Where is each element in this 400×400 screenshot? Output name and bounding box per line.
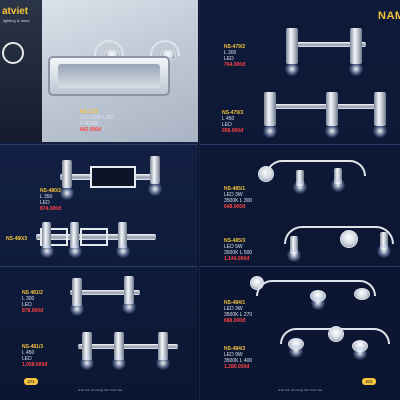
product-spec: LED 3W	[224, 192, 243, 198]
product-ns479-3: NS-479/3 L 450 LED 958.000đ	[222, 110, 243, 134]
product-ns12-2: NS 12/2 LED 12W L350 2 4000K 842.000đ	[80, 109, 114, 133]
product-ns485-3: NS-485/3 LED 5W 3500K L 500 1.144.000đ	[224, 238, 252, 262]
product-price: 1.058.000đ	[22, 362, 48, 368]
product-code: NS-485/3	[224, 238, 246, 244]
product-price: 764.000đ	[224, 62, 246, 68]
product-ns481-2: NS 481/2 L 300 LED 878.000đ	[22, 290, 43, 314]
hero-wall	[0, 0, 42, 142]
product-code: NS-484/1	[224, 300, 246, 306]
divider	[0, 144, 200, 145]
product-code: NS-485/1	[224, 186, 246, 192]
product-spec: LED 12W L350	[80, 115, 114, 121]
product-ns484-1: NS-484/1 LED 3W 3500K L 270 688.000đ	[224, 300, 252, 324]
product-code: NS-481/3	[22, 344, 44, 350]
page-number-left: 271	[24, 378, 38, 385]
product-spec: LED	[40, 200, 50, 206]
product-ns485-1: NS-485/1 LED 3W 3500K L 300 648.000đ	[224, 186, 252, 210]
product-ns481-3: NS-481/3 L 450 LED 1.058.000đ	[22, 344, 47, 368]
product-code: NS-479/2	[224, 44, 246, 50]
mirror-image	[48, 56, 170, 96]
product-spec: 2 4000K	[80, 121, 99, 127]
product-code: NS-480/2	[40, 188, 62, 194]
product-code: NS 12/2	[80, 109, 99, 115]
product-spec: 3500K L 300	[224, 198, 253, 204]
product-spec: L 450	[222, 116, 235, 122]
product-code: NS-480/3	[6, 236, 28, 242]
product-spec: LED	[22, 302, 32, 308]
catalog-left-page: atviet lighting & more NS 12/2 LED 12W L…	[0, 0, 200, 400]
product-ns484-3: NS-484/3 LED 9W 3500K L 400 1.280.000đ	[224, 346, 252, 370]
product-price: 1.280.000đ	[224, 364, 250, 370]
product-ns480-3: NS-480/3	[6, 236, 27, 242]
product-code: NS-479/3	[222, 110, 244, 116]
divider	[0, 266, 200, 267]
product-price: 958.000đ	[222, 128, 244, 134]
page-number-right: 272	[362, 378, 376, 385]
product-spec: LED 9W	[224, 352, 243, 358]
product-price: 842.000đ	[80, 127, 102, 133]
footer-note-left: Hình ảnh chỉ mang tính minh họa	[77, 388, 123, 392]
catalog-right-page: NAM NS-479/2 L 300 LED 764.000đ NS-479/3…	[200, 0, 400, 400]
footer-note-right: Hình ảnh chỉ mang tính minh họa	[277, 388, 323, 392]
product-spec: LED	[22, 356, 32, 362]
product-code: NS-484/3	[224, 346, 246, 352]
product-ns480-2: NS-480/2 L 350 LED 874.000đ	[40, 188, 61, 212]
product-spec: 3500K L 400	[224, 358, 253, 364]
product-spec: L 350	[40, 194, 53, 200]
product-spec: L 450	[22, 350, 35, 356]
brand-logo: atviet	[2, 6, 29, 17]
product-price: 648.000đ	[224, 204, 246, 210]
product-spec: LED	[224, 56, 234, 62]
product-price: 1.144.000đ	[224, 256, 250, 262]
product-spec: L 300	[224, 50, 237, 56]
brand-tagline: lighting & more	[3, 18, 30, 23]
divider	[200, 266, 400, 267]
product-price: 874.000đ	[40, 206, 62, 212]
product-spec: LED 5W	[224, 244, 243, 250]
fan-icon	[2, 42, 24, 64]
product-spec: 3500K L 500	[224, 250, 253, 256]
product-spec: L 300	[22, 296, 35, 302]
hero-photo: atviet lighting & more	[0, 0, 200, 142]
product-ns479-2: NS-479/2 L 300 LED 764.000đ	[224, 44, 245, 68]
divider	[200, 144, 400, 145]
page-heading: NAM	[378, 10, 400, 22]
product-spec: 3500K L 270	[224, 312, 253, 318]
product-spec: LED	[222, 122, 232, 128]
product-price: 688.000đ	[224, 318, 246, 324]
product-code: NS 481/2	[22, 290, 43, 296]
product-spec: LED 3W	[224, 306, 243, 312]
product-price: 878.000đ	[22, 308, 44, 314]
